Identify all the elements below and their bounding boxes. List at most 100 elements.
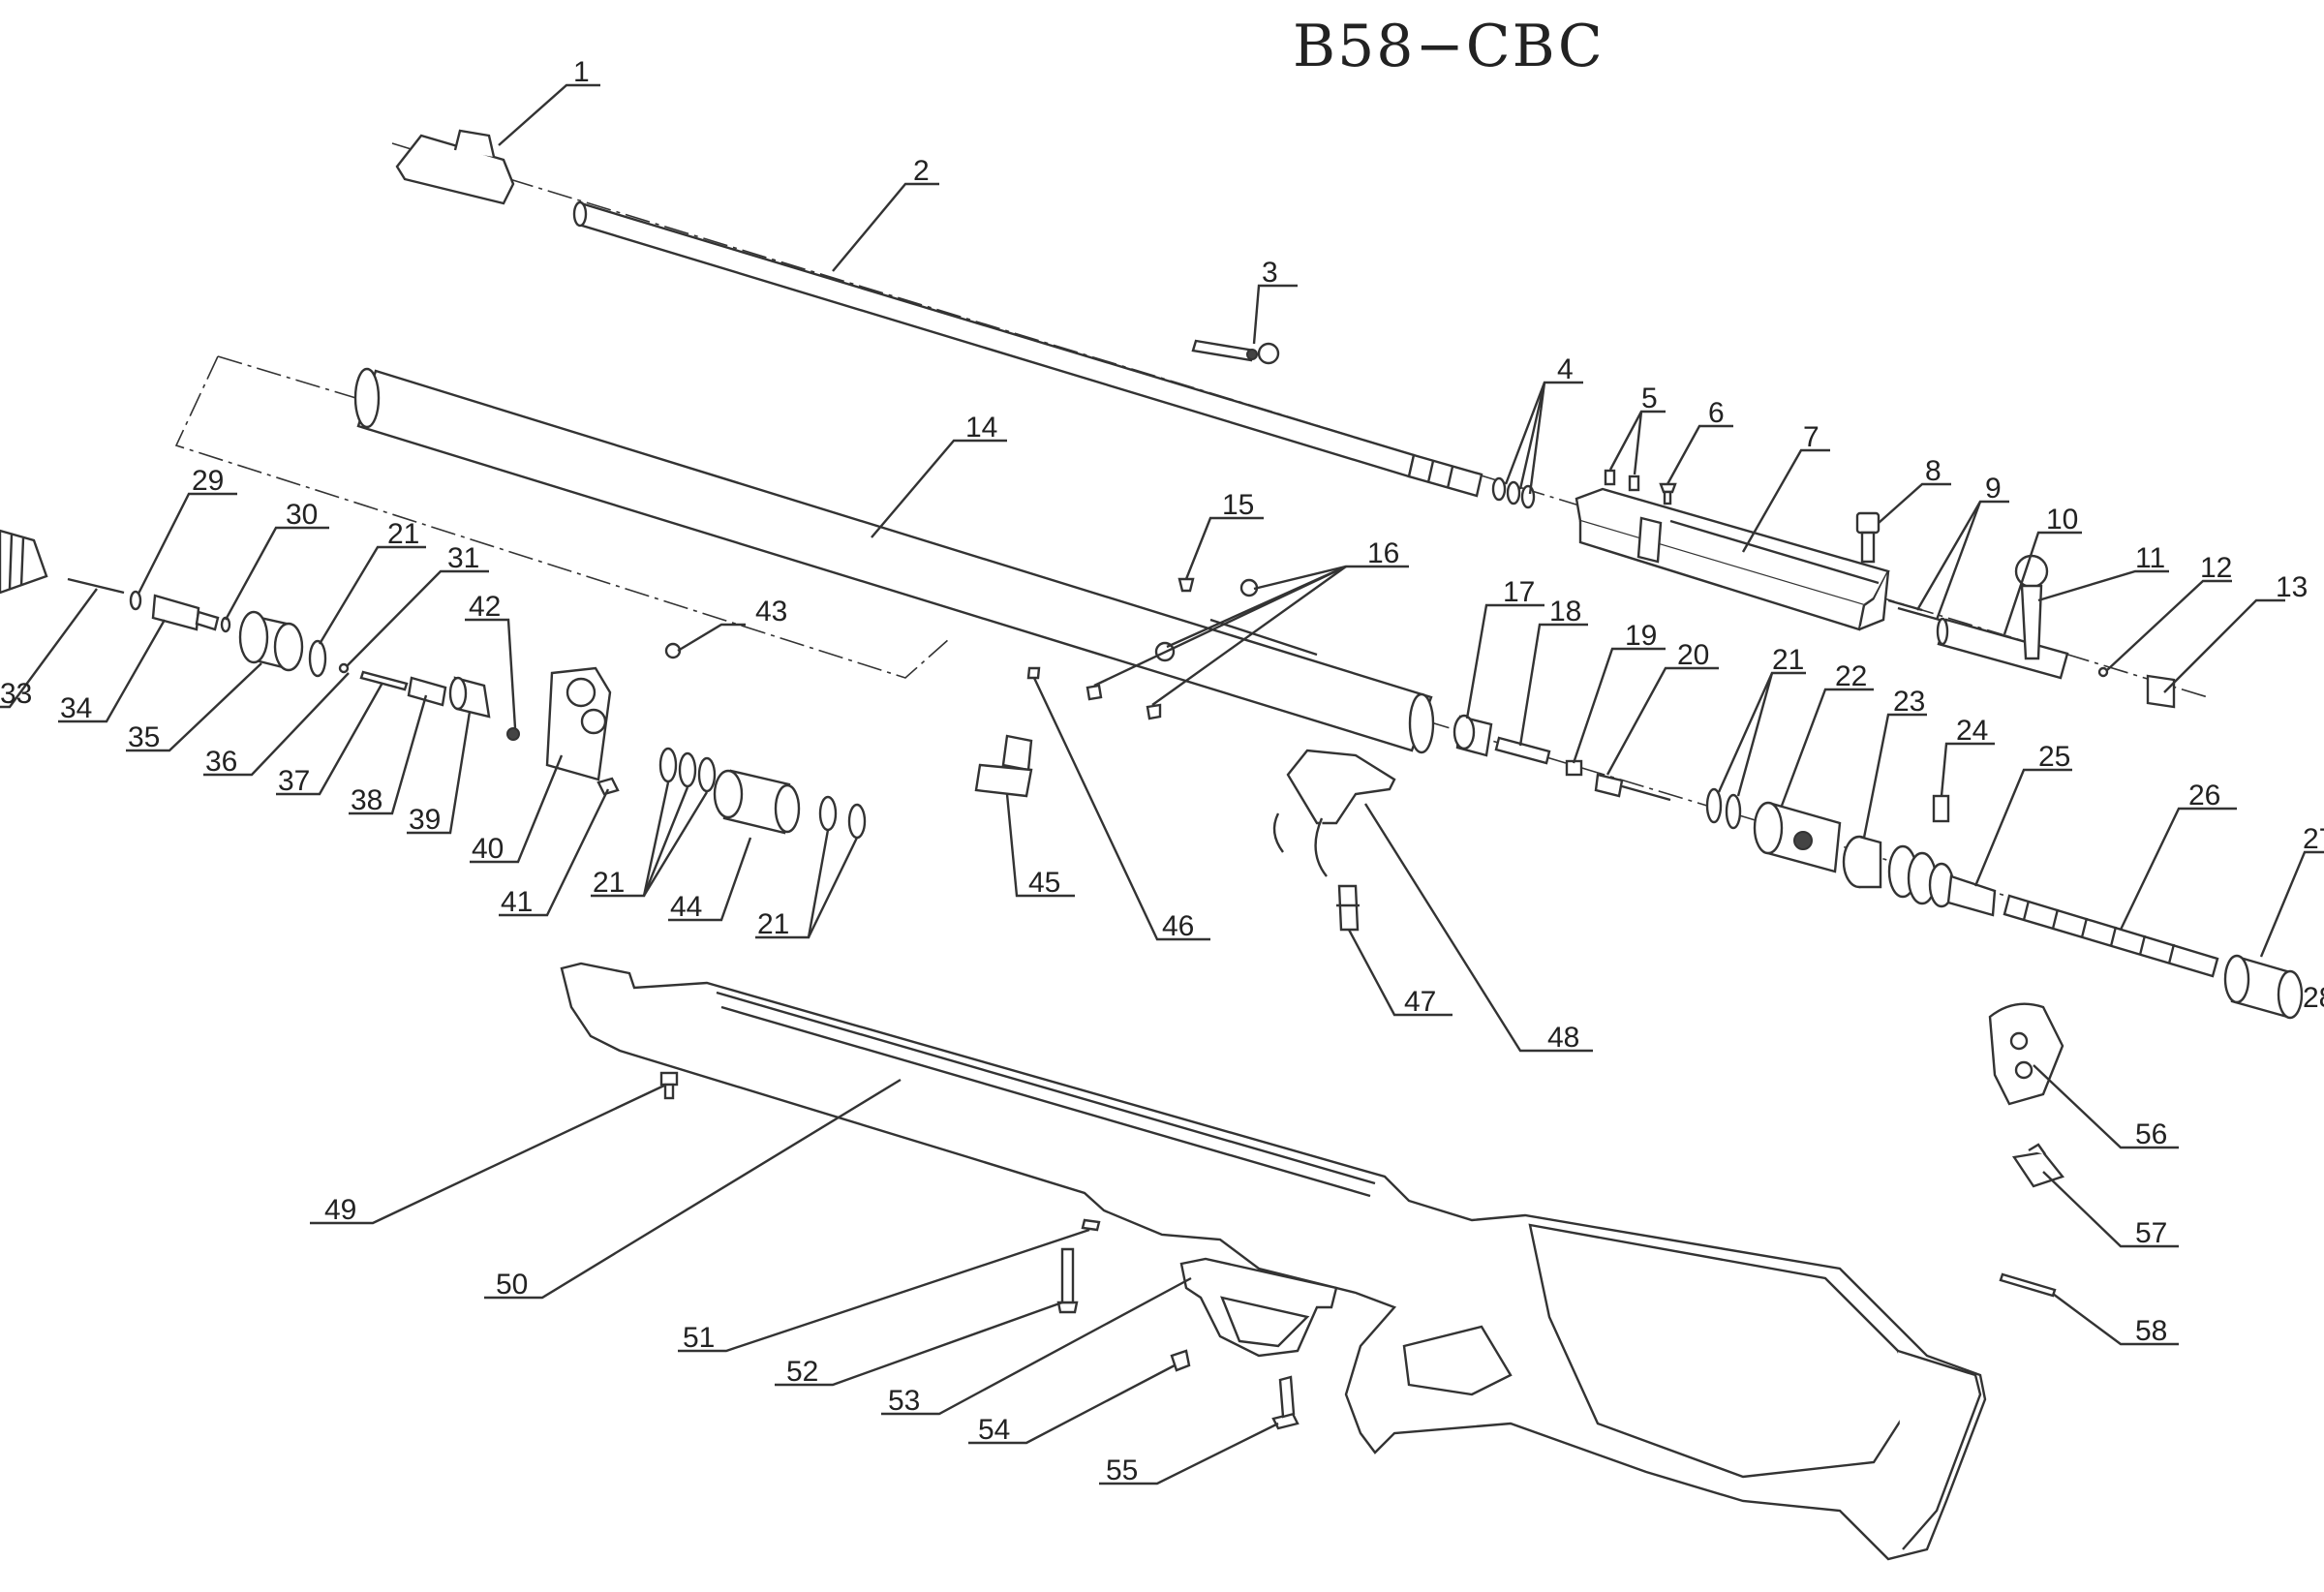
label-35: 35 bbox=[128, 721, 160, 753]
screws-16 bbox=[1086, 578, 1259, 720]
label-2: 2 bbox=[913, 155, 930, 187]
label-16: 16 bbox=[1367, 537, 1399, 569]
pin-24 bbox=[1932, 794, 1950, 823]
mainspring-26 bbox=[2003, 894, 2219, 978]
label-21-left-bottom: 21 bbox=[757, 908, 789, 940]
label-12: 12 bbox=[2200, 552, 2232, 584]
label-25: 25 bbox=[2038, 741, 2070, 773]
part-46 bbox=[1026, 666, 1041, 680]
label-5: 5 bbox=[1641, 383, 1658, 414]
recoil-pad-56 bbox=[1988, 1002, 2064, 1106]
bolt-screw-8 bbox=[1855, 511, 1881, 564]
label-21-left-top: 21 bbox=[387, 518, 419, 550]
spring-guide-25 bbox=[1887, 844, 1997, 917]
pin-37 bbox=[359, 670, 409, 691]
label-39: 39 bbox=[409, 804, 441, 836]
label-27: 27 bbox=[2303, 823, 2324, 855]
trigger-guard-53 bbox=[1179, 1257, 1338, 1358]
breech-pin bbox=[1191, 339, 1280, 365]
label-48: 48 bbox=[1547, 1022, 1579, 1054]
part-45 bbox=[974, 734, 1033, 798]
part-44 bbox=[713, 769, 801, 835]
rod-33 bbox=[67, 577, 125, 595]
washers-21-right bbox=[1705, 787, 1742, 830]
barrel bbox=[572, 200, 1483, 498]
part-39 bbox=[448, 676, 491, 719]
label-55: 55 bbox=[1106, 1454, 1138, 1486]
label-24: 24 bbox=[1956, 715, 1988, 747]
label-37: 37 bbox=[278, 765, 310, 797]
label-38: 38 bbox=[351, 784, 382, 816]
ball-12 bbox=[2097, 666, 2109, 678]
screw-49 bbox=[659, 1071, 679, 1100]
leader-lines bbox=[0, 83, 2324, 1485]
screw-52 bbox=[1056, 1247, 1079, 1314]
label-19: 19 bbox=[1625, 620, 1657, 652]
label-30: 30 bbox=[286, 499, 318, 531]
label-13: 13 bbox=[2276, 571, 2308, 603]
label-17: 17 bbox=[1503, 576, 1535, 608]
washer-30 bbox=[220, 616, 231, 633]
screw-43 bbox=[664, 642, 682, 659]
label-42: 42 bbox=[469, 591, 501, 623]
label-29: 29 bbox=[192, 465, 224, 497]
stock-50 bbox=[560, 962, 1987, 1561]
label-6: 6 bbox=[1708, 397, 1725, 429]
diagram-title: B58−CBC bbox=[1293, 13, 1605, 80]
front-sight bbox=[395, 129, 515, 205]
label-11: 11 bbox=[2135, 542, 2165, 574]
label-20: 20 bbox=[1677, 639, 1709, 671]
label-28: 28 bbox=[2303, 982, 2324, 1014]
label-45: 45 bbox=[1028, 867, 1060, 899]
screws-5-6 bbox=[1604, 469, 1677, 505]
clip-57 bbox=[2011, 1143, 2065, 1188]
screw-15 bbox=[1177, 577, 1195, 593]
label-41: 41 bbox=[501, 886, 533, 918]
label-33: 33 bbox=[0, 678, 32, 710]
label-51: 51 bbox=[683, 1322, 715, 1354]
washers-4 bbox=[1491, 476, 1536, 509]
label-56: 56 bbox=[2135, 1118, 2167, 1150]
bolt-10 bbox=[1936, 617, 2069, 680]
pins-9 bbox=[1887, 598, 1947, 624]
label-22: 22 bbox=[1835, 660, 1867, 692]
washers-21-mid bbox=[658, 747, 867, 840]
label-26: 26 bbox=[2188, 780, 2220, 811]
label-57: 57 bbox=[2135, 1217, 2167, 1249]
label-21-left-mid: 21 bbox=[593, 867, 625, 899]
label-18: 18 bbox=[1549, 596, 1581, 628]
label-15: 15 bbox=[1222, 489, 1254, 521]
label-40: 40 bbox=[472, 833, 504, 865]
end-cap-13 bbox=[2146, 674, 2176, 709]
pin-58 bbox=[1999, 1272, 2057, 1298]
label-21-right: 21 bbox=[1772, 644, 1804, 676]
label-31: 31 bbox=[447, 542, 479, 574]
label-9: 9 bbox=[1985, 473, 2002, 505]
label-44: 44 bbox=[670, 891, 702, 923]
part-number-labels: 1 2 3 4 5 6 7 8 9 10 11 12 13 14 15 16 1… bbox=[0, 56, 2324, 1486]
part-47 bbox=[1336, 884, 1360, 932]
nut-41 bbox=[596, 777, 620, 796]
washer-29 bbox=[129, 590, 142, 611]
nut-42 bbox=[506, 727, 520, 741]
spring-18 bbox=[1494, 736, 1551, 765]
label-49: 49 bbox=[324, 1194, 356, 1226]
label-10: 10 bbox=[2046, 504, 2078, 536]
screw-54 bbox=[1170, 1349, 1191, 1372]
piston-22 bbox=[1753, 801, 1842, 873]
label-1: 1 bbox=[573, 56, 590, 88]
phantom-outline bbox=[174, 355, 950, 679]
label-23: 23 bbox=[1893, 686, 1925, 718]
label-4: 4 bbox=[1557, 353, 1574, 385]
trigger-block-40 bbox=[545, 666, 612, 781]
end-cap-33 bbox=[0, 529, 48, 595]
part-35 bbox=[238, 610, 304, 672]
label-54: 54 bbox=[978, 1414, 1010, 1446]
label-47: 47 bbox=[1404, 986, 1436, 1018]
label-36: 36 bbox=[205, 746, 237, 778]
label-8: 8 bbox=[1925, 455, 1942, 487]
label-50: 50 bbox=[496, 1269, 528, 1301]
label-58: 58 bbox=[2135, 1315, 2167, 1347]
spring-38 bbox=[407, 676, 447, 707]
